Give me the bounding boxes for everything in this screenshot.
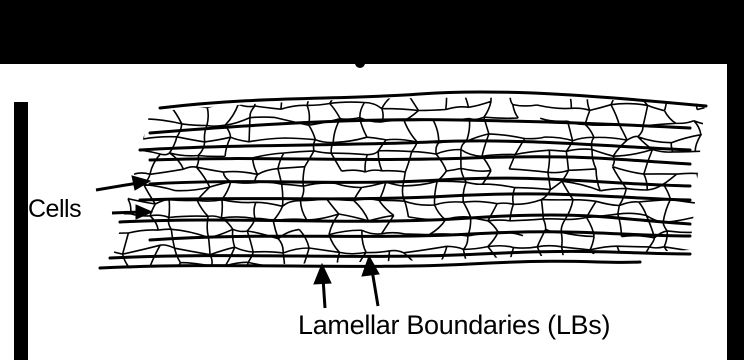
lamellar-boundary — [140, 194, 690, 200]
lb-arrows — [314, 256, 379, 308]
arrowhead-icon — [132, 176, 150, 190]
lamellar-boundary — [150, 232, 690, 240]
cells-arrows — [96, 176, 152, 219]
lamellar-boundary — [150, 157, 690, 164]
lamellar-boundary — [150, 120, 690, 133]
lamellar-boundaries-label: Lamellar Boundaries (LBs) — [298, 310, 610, 341]
arrowhead-icon — [136, 205, 152, 219]
lamellar-boundary-lines — [100, 92, 706, 268]
cells-label: Cells — [28, 195, 81, 224]
